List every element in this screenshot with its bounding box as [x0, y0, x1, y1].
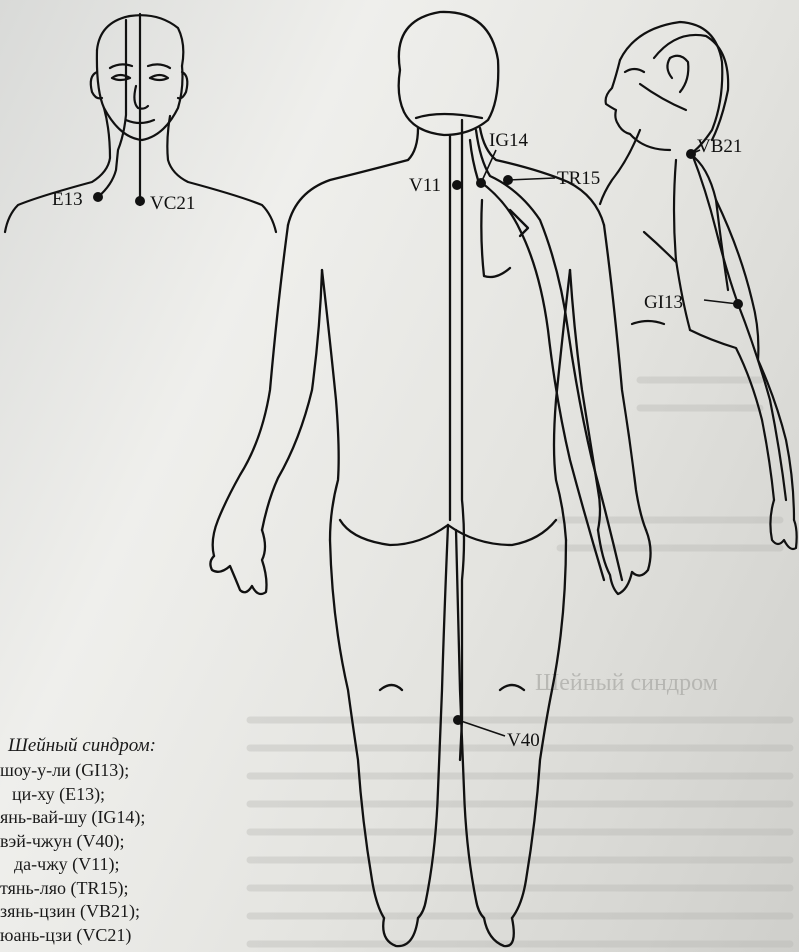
label-gi13: GI13 — [644, 292, 683, 313]
label-vb21: VB21 — [697, 136, 742, 157]
legend-item: да-чжу (V11); — [0, 853, 240, 877]
label-v40: V40 — [507, 730, 540, 751]
label-v11: V11 — [409, 175, 441, 196]
bleed-heading: Шейный синдром — [535, 670, 718, 696]
label-e13: E13 — [52, 189, 83, 210]
bleed-through-text: Шейный синдром — [250, 380, 790, 944]
point-v11 — [452, 180, 462, 190]
legend-item: вэй-чжун (V40); — [0, 830, 240, 854]
legend-item: юань-цзи (VC21) — [0, 924, 240, 948]
legend-item: ци-ху (E13); — [0, 783, 240, 807]
legend-item: тянь-ляо (TR15); — [0, 877, 240, 901]
point-vc21 — [135, 196, 145, 206]
label-vc21: VC21 — [150, 193, 195, 214]
legend-item: зянь-цзин (VB21); — [0, 900, 240, 924]
front-points — [93, 192, 145, 206]
leader-lines — [458, 150, 555, 736]
side-figure — [600, 22, 797, 549]
legend-item: шоу-у-ли (GI13); — [0, 759, 240, 783]
syndrome-legend: Шейный синдром: шоу-у-ли (GI13); ци-ху (… — [0, 735, 240, 947]
point-e13 — [93, 192, 103, 202]
label-ig14: IG14 — [489, 130, 529, 151]
legend-item: янь-вай-шу (IG14); — [0, 806, 240, 830]
legend-title: Шейный синдром: — [0, 735, 240, 757]
label-tr15: TR15 — [557, 168, 600, 189]
legend-list: шоу-у-ли (GI13); ци-ху (E13); янь-вай-шу… — [0, 759, 240, 947]
side-points — [686, 149, 743, 309]
